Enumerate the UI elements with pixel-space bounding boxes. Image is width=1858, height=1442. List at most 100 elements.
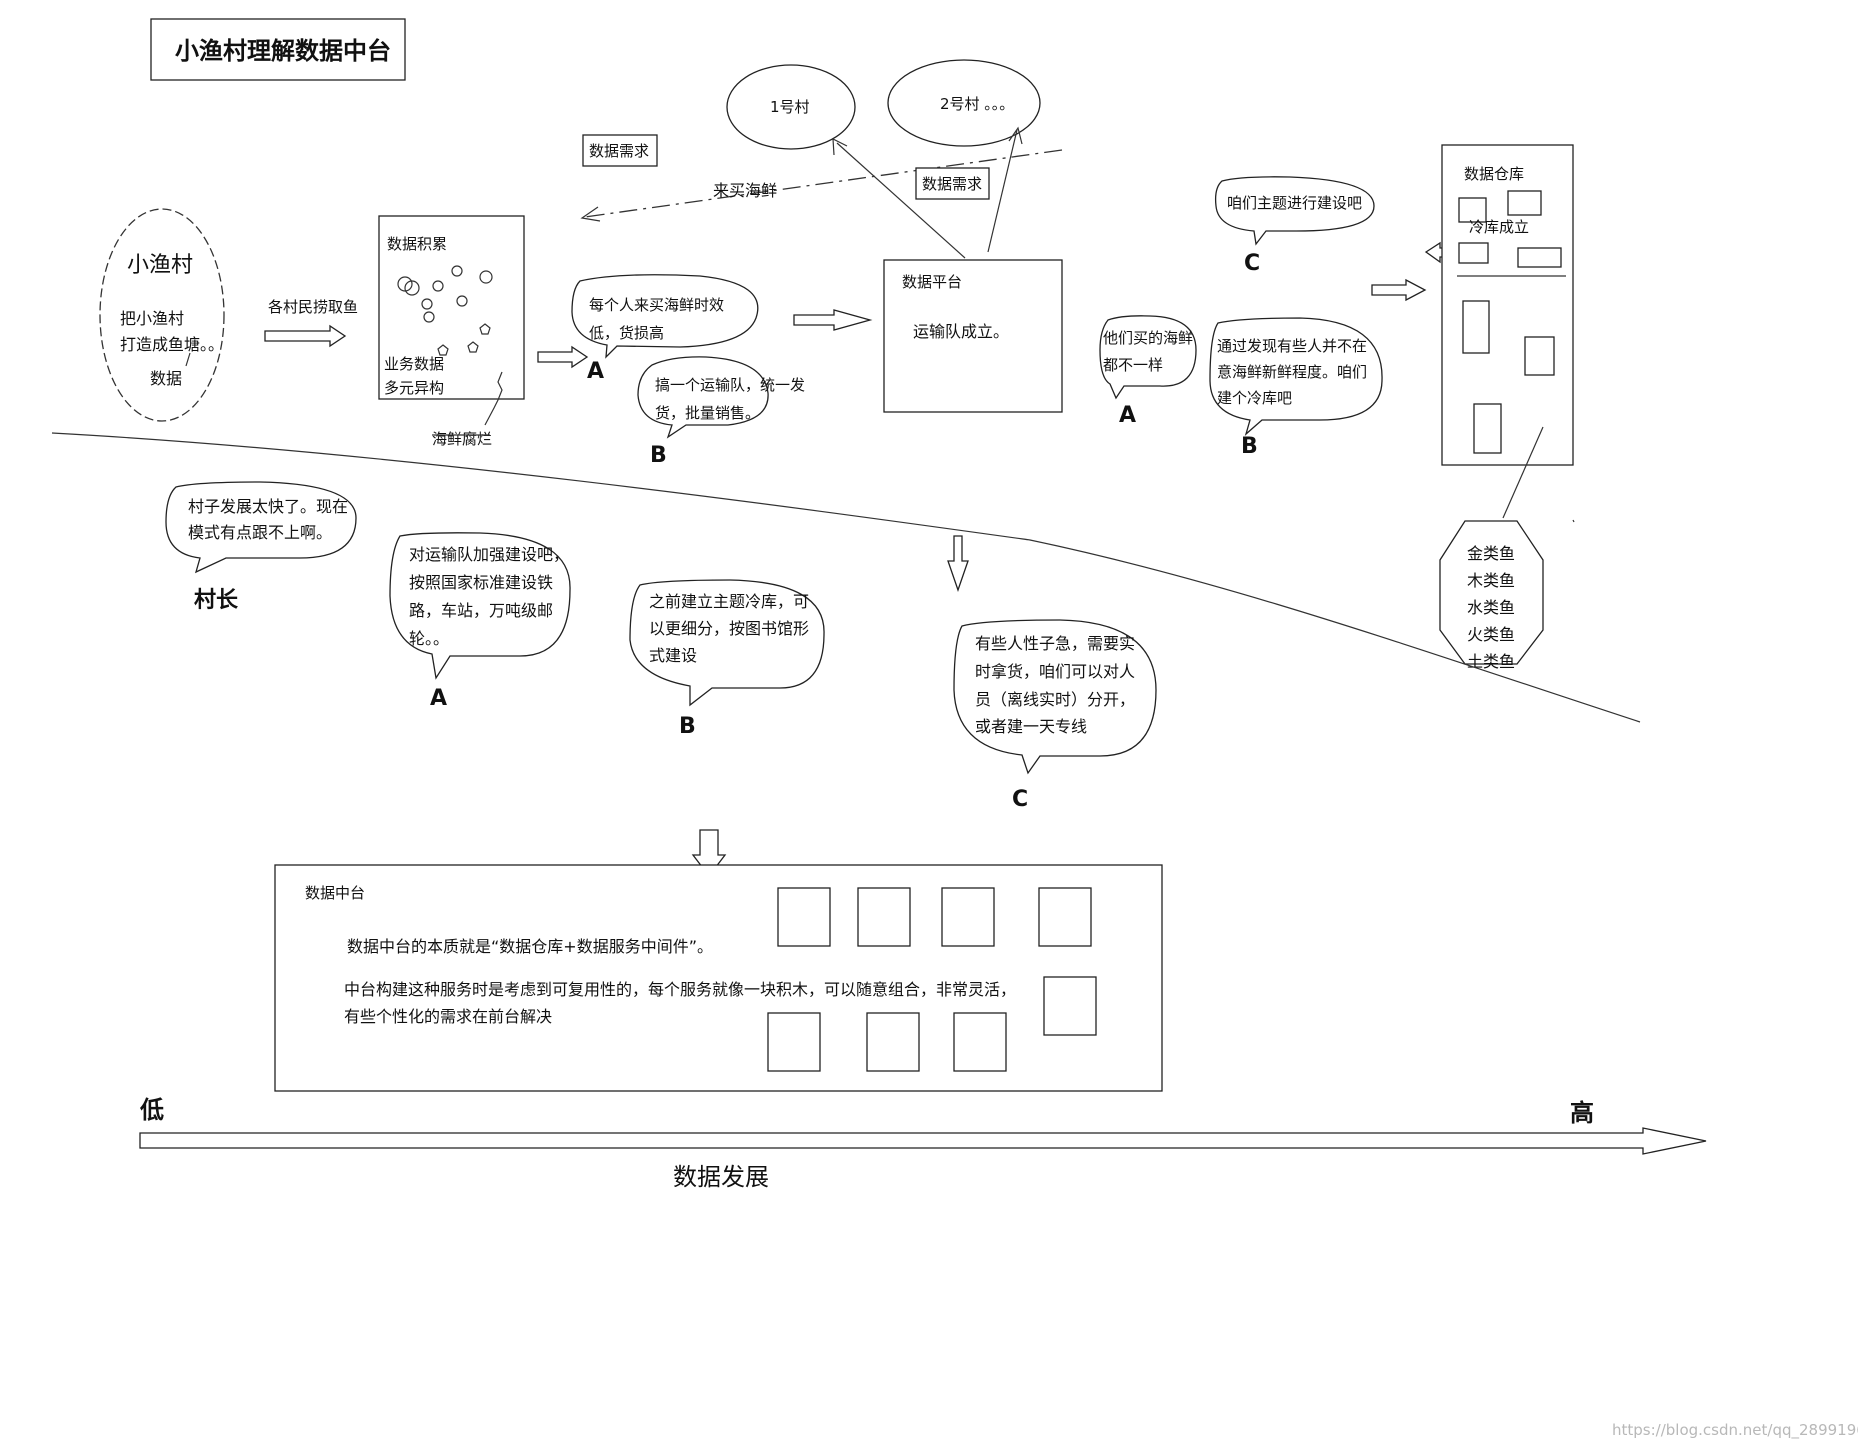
- line-platform-to-v2: [987, 129, 1018, 253]
- warehouse-block: [1524, 336, 1555, 376]
- service-block: [866, 1012, 920, 1072]
- village-ellipse: [99, 208, 225, 422]
- service-block: [953, 1012, 1007, 1072]
- axis-low-label: 低: [139, 1096, 164, 1124]
- fish-type: 土类鱼: [1467, 652, 1515, 671]
- page-title: 小渔村理解数据中台: [175, 37, 391, 65]
- arrow-warehouse-right: [1371, 278, 1427, 302]
- down-arrow-middle: [947, 535, 969, 592]
- bubble-c2-line1: 有些人性子急，需要实: [975, 634, 1135, 653]
- bubble-b2-line1: 通过发现有些人并不在: [1217, 337, 1367, 355]
- data-platform-box: [883, 259, 1063, 413]
- bubble-b2-line3: 建个冷库吧: [1217, 389, 1292, 407]
- chief-line1: 村子发展太快了。现在: [188, 497, 348, 516]
- data-demand-box-1: [582, 134, 658, 167]
- middle-platform-line1: 数据中台的本质就是“数据仓库+数据服务中间件”。: [347, 937, 713, 956]
- middle-platform-title: 数据中台: [305, 884, 365, 902]
- fish-types-shape: [1439, 520, 1544, 665]
- fishing-label: 各村民捞取鱼: [268, 298, 358, 316]
- bubble-b2-tag: B: [1241, 434, 1258, 459]
- service-block: [1038, 887, 1092, 947]
- village-line2: 打造成鱼塘。。: [120, 335, 224, 354]
- warehouse-sub: 冷库成立: [1469, 218, 1529, 236]
- warehouse-pointer: [1502, 426, 1544, 519]
- bubble-a1-line1: 每个人来买海鲜时效: [589, 296, 724, 314]
- data-platform-body: 运输队成立。: [913, 322, 1009, 341]
- warehouse-block: [1473, 403, 1502, 454]
- bubble-b2-line2: 意海鲜新鲜程度。咱们: [1217, 363, 1367, 381]
- bubble-c1: [1214, 176, 1375, 246]
- bubble-b3: [629, 579, 825, 707]
- bubble-chief: [165, 481, 357, 574]
- arrowhead-v2: [1008, 126, 1023, 145]
- bubble-a3-line4: 轮。。: [409, 629, 449, 648]
- bubble-a1: [571, 274, 759, 359]
- warehouse-block: [1458, 197, 1487, 223]
- bubble-a3-tag: A: [430, 686, 447, 711]
- data-accumulate-line1: 业务数据: [384, 355, 444, 373]
- watermark: https://blog.csdn.net/qq_28991969: [1612, 1421, 1858, 1440]
- bubble-a3-line2: 按照国家标准建设铁: [409, 573, 553, 592]
- axis-arrow: [139, 1127, 1707, 1155]
- bubble-a3: [389, 532, 571, 680]
- bubble-a2: [1099, 315, 1197, 400]
- data-warehouse-title: 数据仓库: [1464, 165, 1524, 183]
- data-platform-title: 数据平台: [902, 273, 962, 291]
- chief-label: 村长: [194, 588, 239, 613]
- bubble-b1-line1: 搞一个运输队，统一发: [655, 376, 805, 394]
- dividing-curve: [51, 432, 1641, 723]
- bubble-c2: [953, 619, 1157, 775]
- bubble-c2-tag: C: [1012, 787, 1028, 812]
- bubble-c2-line4: 或者建一天专线: [975, 717, 1087, 736]
- bubble-c2-line3: 员（离线实时）分开，: [975, 690, 1135, 709]
- bubble-c2-line2: 时拿货，咱们可以对人: [975, 662, 1135, 681]
- dashed-arrowhead: [580, 206, 601, 222]
- fish-type: 水类鱼: [1467, 598, 1515, 617]
- buy-seafood-label: 来买海鲜: [713, 181, 777, 200]
- data-demand-1: 数据需求: [589, 142, 649, 160]
- axis-high-label: 高: [1570, 1099, 1594, 1127]
- arrow-village-to-accumulate: [264, 324, 347, 348]
- bubble-b3-line1: 之前建立主题冷库，可: [649, 592, 809, 611]
- fish-type: 火类鱼: [1467, 625, 1515, 644]
- middle-platform-line3: 有些个性化的需求在前台解决: [344, 1007, 552, 1026]
- village2-ellipse: [887, 59, 1041, 147]
- warehouse-block: [1507, 190, 1542, 216]
- warehouse-block: [1517, 247, 1562, 268]
- service-block: [767, 1012, 821, 1072]
- arrowhead-v1: [832, 137, 848, 156]
- data-accumulate-line2: 多元异构: [384, 379, 444, 397]
- seafood-rot-label: 海鲜腐烂: [432, 430, 492, 448]
- bubble-b2: [1209, 317, 1383, 436]
- bubble-a2-line1: 他们买的海鲜: [1103, 329, 1193, 347]
- fish-type: 金类鱼: [1467, 544, 1515, 563]
- dashed-buy-line: [584, 149, 1063, 218]
- bubble-a2-line2: 都不一样: [1103, 356, 1163, 374]
- data-dots: [397, 265, 493, 356]
- bubble-c1-tag: C: [1244, 251, 1260, 276]
- middle-platform-line2: 中台构建这种服务时是考虑到可复用性的，每个服务就像一块积木，可以随意组合，非常灵…: [344, 980, 1016, 999]
- bubble-b3-line3: 式建设: [649, 646, 697, 665]
- village-name: 小渔村: [127, 253, 193, 278]
- data-accumulate-box: [378, 215, 525, 400]
- village-line3: 数据: [150, 369, 182, 388]
- warehouse-block: [1462, 300, 1490, 354]
- bubble-b3-line2: 以更细分，按图书馆形: [649, 619, 809, 638]
- service-block: [857, 887, 911, 947]
- village-line1: 把小渔村: [120, 309, 184, 328]
- service-block: [1043, 976, 1097, 1036]
- bubble-a2-tag: A: [1119, 403, 1136, 428]
- fish-type: 木类鱼: [1467, 571, 1515, 590]
- bubble-a1-tag: A: [587, 359, 604, 384]
- service-block: [941, 887, 995, 947]
- service-block: [777, 887, 831, 947]
- warehouse-tick: [1572, 519, 1575, 523]
- bubble-b3-tag: B: [679, 714, 696, 739]
- bubble-b1: [637, 356, 769, 439]
- chief-line2: 模式有点跟不上啊。: [188, 523, 332, 542]
- data-demand-2: 数据需求: [922, 175, 982, 193]
- village1-label: 1号村: [770, 98, 810, 116]
- bubble-b1-line2: 货，批量销售。: [655, 404, 760, 422]
- axis-label: 数据发展: [673, 1163, 769, 1191]
